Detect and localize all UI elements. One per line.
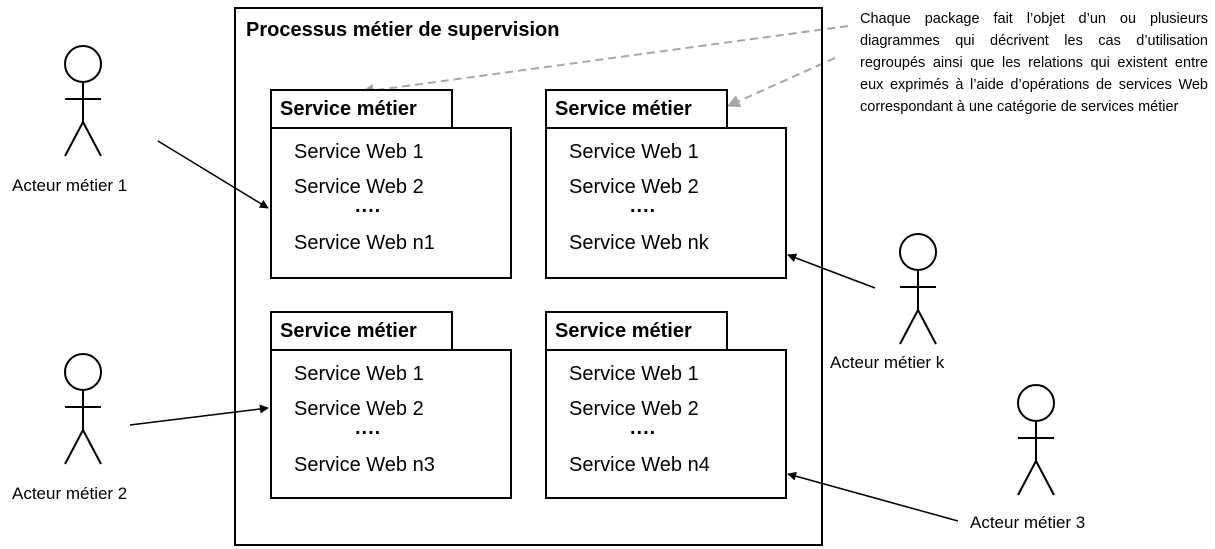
package-tab: Service métier bbox=[270, 311, 453, 351]
package-body: Service Web 1 Service Web 2 .... Service… bbox=[270, 349, 512, 499]
actor-3 bbox=[1008, 383, 1068, 499]
package-tab: Service métier bbox=[545, 89, 728, 129]
stick-figure-icon bbox=[1017, 384, 1055, 496]
service-item: Service Web 1 bbox=[294, 363, 424, 385]
actor-3-label: Acteur métier 3 bbox=[970, 513, 1086, 532]
ellipsis: .... bbox=[630, 195, 657, 217]
package-tab: Service métier bbox=[270, 89, 453, 129]
package-body: Service Web 1 Service Web 2 .... Service… bbox=[270, 127, 512, 279]
process-title: Processus métier de supervision bbox=[246, 19, 560, 41]
actor-2-label: Acteur métier 2 bbox=[12, 484, 128, 503]
ellipsis: .... bbox=[355, 195, 382, 217]
package-4: Service métier Service Web 1 Service Web… bbox=[545, 311, 787, 499]
service-item: Service Web 1 bbox=[569, 141, 699, 163]
ellipsis: .... bbox=[630, 417, 657, 439]
actor-1 bbox=[55, 44, 115, 160]
stick-figure-icon bbox=[64, 353, 102, 465]
service-item: Service Web 1 bbox=[294, 141, 424, 163]
service-item: Service Web 2 bbox=[569, 398, 699, 420]
stick-figure-icon bbox=[899, 233, 937, 345]
stick-figure-icon bbox=[64, 45, 102, 157]
service-item: Service Web 2 bbox=[294, 176, 424, 198]
service-item: Service Web 2 bbox=[294, 398, 424, 420]
note-text: Chaque package fait l’objet d’un ou plus… bbox=[860, 11, 1208, 115]
package-tab: Service métier bbox=[545, 311, 728, 351]
service-item: Service Web 2 bbox=[569, 176, 699, 198]
package-body: Service Web 1 Service Web 2 .... Service… bbox=[545, 349, 787, 499]
service-item: Service Web n4 bbox=[569, 454, 710, 476]
package-1: Service métier Service Web 1 Service Web… bbox=[270, 89, 512, 279]
service-item: Service Web nk bbox=[569, 232, 709, 254]
package-3: Service métier Service Web 1 Service Web… bbox=[270, 311, 512, 499]
package-body: Service Web 1 Service Web 2 .... Service… bbox=[545, 127, 787, 279]
actor-k-label: Acteur métier k bbox=[830, 353, 945, 372]
service-item: Service Web 1 bbox=[569, 363, 699, 385]
actor-2 bbox=[55, 352, 115, 468]
process-boundary: Processus métier de supervision bbox=[234, 7, 823, 546]
service-item: Service Web n3 bbox=[294, 454, 435, 476]
service-item: Service Web n1 bbox=[294, 232, 435, 254]
ellipsis: .... bbox=[355, 417, 382, 439]
package-2: Service métier Service Web 1 Service Web… bbox=[545, 89, 787, 279]
actor-1-label: Acteur métier 1 bbox=[12, 176, 128, 195]
actor-k bbox=[890, 232, 950, 348]
